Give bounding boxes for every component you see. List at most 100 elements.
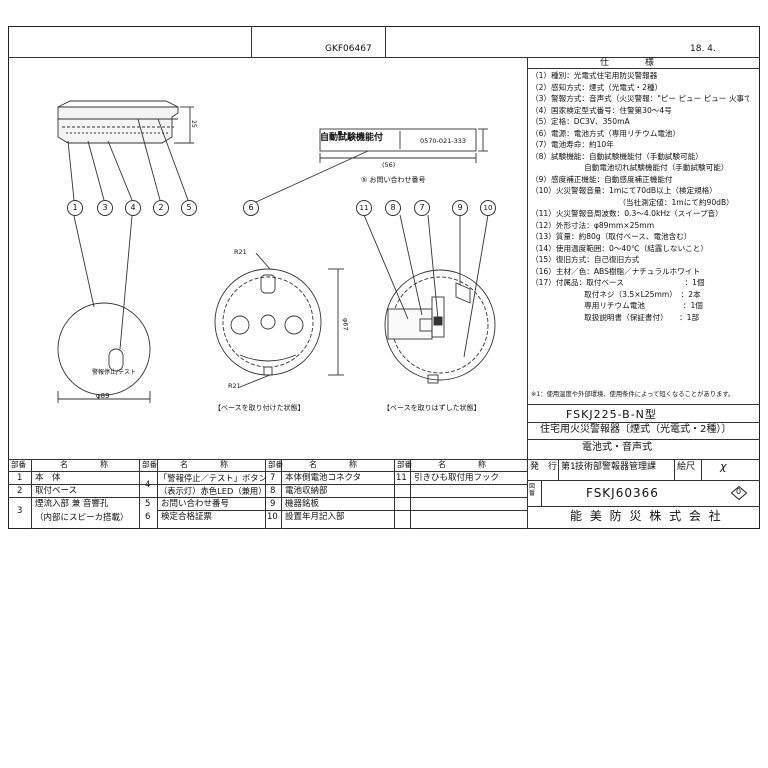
dim-56: (56) [382, 161, 396, 169]
col-no-header: 部番 [142, 460, 157, 469]
spec-row: （当社測定値：1mにて約90dB） [531, 197, 734, 207]
balloon-part-3: 3 [97, 200, 113, 216]
phone-label: 0570-021-333 [420, 137, 467, 145]
issue-label: 発 行 [530, 462, 558, 472]
balloon-part-6: 6 [243, 200, 259, 216]
col-no-header: 部番 [268, 460, 283, 469]
spec-row: 専用リチウム電池 ：1個 [531, 301, 703, 310]
part-no: 4 [145, 480, 151, 490]
part-name: お問い合わせ番号 [161, 499, 230, 509]
tb-vline [558, 459, 559, 480]
drawing-number-label: 図番 [529, 483, 536, 497]
spec-row: （7）電池寿命：約10年 [531, 140, 614, 149]
spec-row: （4）国家検定型式番号：住警第30～4号 [531, 105, 672, 115]
spec-row: （8）試験機能：自動試験機能付（手動試験可能） [531, 151, 703, 161]
caption-with-base: 【ベースを取り付けた状態】 [214, 404, 305, 412]
part-no: 3 [17, 506, 23, 516]
part-no: 10 [267, 512, 278, 522]
spec-row: （14）使用温度範囲：0～40℃（結露しないこと） [531, 243, 708, 253]
model-name: FSKJ225-B-N型 [566, 408, 657, 421]
drawing-number: FSKJ60366 [586, 486, 659, 500]
part-name-note: （表示灯）赤色LED（兼用） [159, 486, 267, 496]
part-no: 8 [270, 486, 276, 496]
spec-row: （9）感度補正機能：自動感度補正機能付 [531, 174, 673, 184]
issue-number: 第1 [561, 462, 576, 472]
part-no: 2 [17, 486, 23, 496]
col-no-header: 部番 [11, 460, 26, 469]
part-name: 煙流入部 兼 音響孔 [35, 499, 109, 509]
revision-number: 0 [736, 487, 742, 496]
col-no-header: 部番 [397, 460, 412, 469]
col-name-header: 名 称 [438, 460, 486, 469]
drawing-sheet [8, 26, 760, 529]
header-split-1 [251, 26, 252, 57]
spec-row: （15）復旧方式：自己復旧方式 [531, 255, 640, 264]
inquiry-note: ⑤ お問い合わせ番号 [361, 176, 426, 184]
drawn-label: 絵尺 [677, 462, 696, 472]
spec-row: （16）主材／色：ABS樹脂／ナチュラルホワイト [531, 266, 701, 276]
tb-line [527, 439, 760, 440]
header-divider [8, 57, 760, 58]
spec-row: （1）種別：光電式住宅用防災警報器 [531, 71, 658, 80]
spec-row: 自動電池切れ試験機能付（手動試験可能） [531, 163, 729, 172]
balloon-part-4: 4 [125, 200, 141, 216]
part-name-note: （内部にスピーカ搭載） [35, 513, 129, 523]
product-name-line1: 住宅用火災警報器〔煙式（光電式・2種）〕 [540, 424, 732, 435]
dim-25: 25 [190, 120, 197, 128]
balloon-part-11: 11 [356, 200, 372, 216]
part-no: 1 [17, 473, 23, 483]
dim-phi67: φ67 [341, 318, 350, 331]
balloon-part-8: 8 [385, 200, 401, 216]
tb-vline [541, 480, 542, 506]
spec-row: （6）電源：電池方式（専用リチウム電池） [531, 128, 681, 138]
dim-r21-bottom: R21 [228, 382, 241, 390]
tb-vline [701, 459, 702, 480]
balloon-part-7: 7 [414, 200, 430, 216]
part-name: 本体側電池コネクタ [285, 473, 362, 483]
product-name-line2: 電池式・音声式 [582, 442, 652, 453]
part-name: 本 体 [35, 473, 61, 483]
spec-row: （10）火災警報音量：1mにて70dB以上（検定規格） [531, 186, 717, 195]
spec-row: （2）感知方式：煙式（光電式・2種） [531, 82, 663, 92]
tb-line [527, 459, 760, 460]
part-name: 設置年月記入部 [285, 512, 345, 522]
department: 技術部警報器管理課 [575, 462, 657, 472]
spec-row: （5）定格：DC3V、350mA [531, 117, 630, 126]
balloon-part-10: 10 [480, 200, 496, 216]
spec-row: （13）質量：約80g（取付ベース、電池含む） [531, 232, 692, 241]
part-name: 機器銘板 [285, 499, 320, 509]
spec-footnote: ※1：使用温度や外部環境、使用条件によって短くなることがあります。 [531, 391, 735, 398]
technical-drawing [57, 100, 496, 403]
dim-phi89: φ89 [96, 392, 110, 400]
doc-date: 18. 4. [690, 44, 716, 54]
part-name: 引きひも取付用フック [414, 473, 500, 483]
spec-title: 仕 様 [600, 58, 655, 68]
spec-row: （11）火災警報音周波数：0.3～4.0kHz（スイープ音） [531, 209, 723, 218]
part-name: 電池収納部 [285, 486, 328, 496]
company-name: 能 美 防 災 株 式 会 社 [570, 509, 723, 523]
balloon-part-5: 5 [181, 200, 197, 216]
spec-row: （3）警報方式：音声式（火災警報："ピー ピュー ピュー 火事です 火事です"） [531, 94, 749, 103]
tb-line [527, 506, 760, 507]
tb-line [527, 404, 760, 405]
tb-vline [674, 459, 675, 480]
col-name-header: 名 称 [309, 460, 357, 469]
part-no: 6 [145, 512, 151, 522]
tb-line [527, 422, 760, 423]
part-no: 9 [270, 499, 276, 509]
part-no: 11 [396, 473, 407, 483]
balloon-part-9: 9 [452, 200, 468, 216]
revision-diamond: 0 [730, 485, 748, 501]
caption-without-base: 【ベースを取りはずした状態】 [383, 404, 481, 412]
part-no: 7 [270, 473, 276, 483]
dim-r21-top: R21 [234, 248, 247, 256]
part-name: 取付ベース [35, 486, 78, 496]
parts-table-top [8, 459, 527, 460]
spec-row: 取扱説明書（保証書付） ：1部 [531, 312, 700, 322]
auto-test-label: 自動試験機能付 [320, 133, 384, 143]
scale-mark: χ [720, 460, 727, 473]
doc-code: GKF06467 [325, 44, 372, 54]
spec-row: （17）付属品：取付ベース ：1個 [531, 278, 705, 287]
button-label: 警報停止/テスト [92, 369, 137, 376]
spec-panel-border [527, 57, 528, 529]
